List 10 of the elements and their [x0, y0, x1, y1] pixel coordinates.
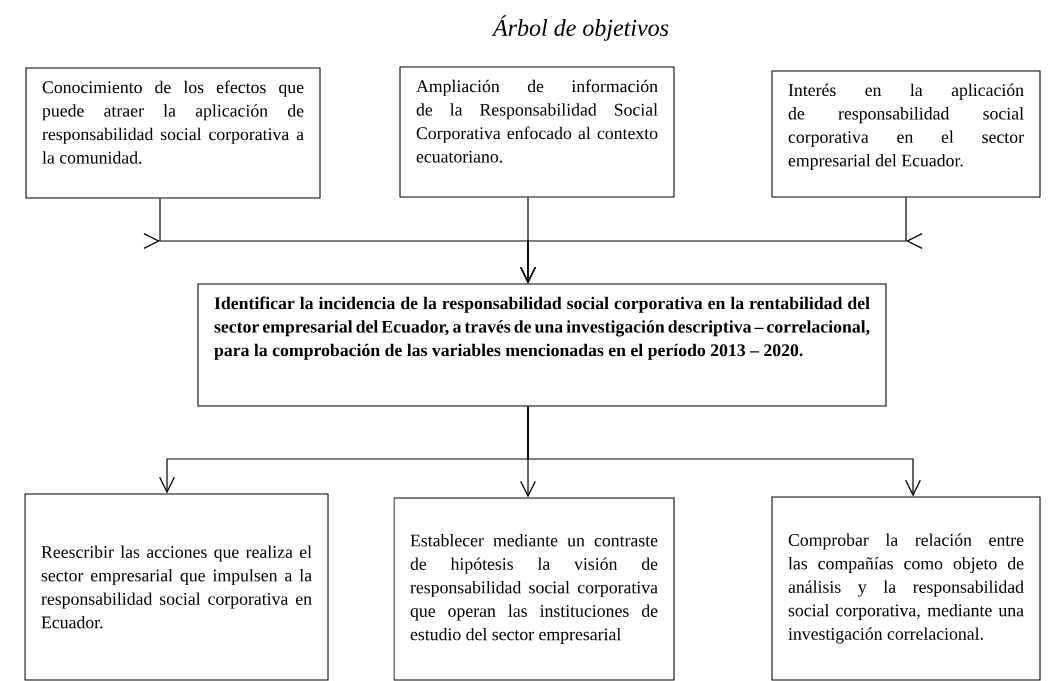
objective-box: Reescribir las acciones que realiza el sector empresarial que impulsen a la responsabilidad social corporativa en Ecuador. — [24, 493, 329, 681]
objective-box: Conocimiento de los efectos que puede atraer la aplicación de responsabilidad social corporativa a la comunidad. — [25, 67, 321, 199]
title: Árbol de objetivos — [491, 15, 669, 41]
arrow — [520, 196, 923, 284]
objective-box: Ampliación de información de la Responsabilidad Social Corporativa enfocado al contexto ecuatoriano. — [399, 66, 675, 198]
objective-box: Interés en la aplicación de responsabilidad social corporativa en el sector empresarial del Ecuador. — [771, 70, 1041, 198]
arrow — [527, 405, 921, 497]
goal-box: Identificar la incidencia de la responsabilidad social corporativa en la rentabilidad del sector empresarial del Ecuador, a través de una investigación descriptiva – correlacional, para la comprobación de las variables mencionadas en el período 2013 – 2020. — [197, 283, 887, 407]
objective-box: Establecer mediante un contraste de hipótesis la visión de responsabilidad social corporativa que operan las instituciones de estudio del sector empresarial — [393, 497, 675, 681]
objective-box: Comprobar la relación entre las compañías como objeto de análisis y la responsabilidad social corporativa, mediante una investigación correlacional. — [771, 496, 1041, 681]
